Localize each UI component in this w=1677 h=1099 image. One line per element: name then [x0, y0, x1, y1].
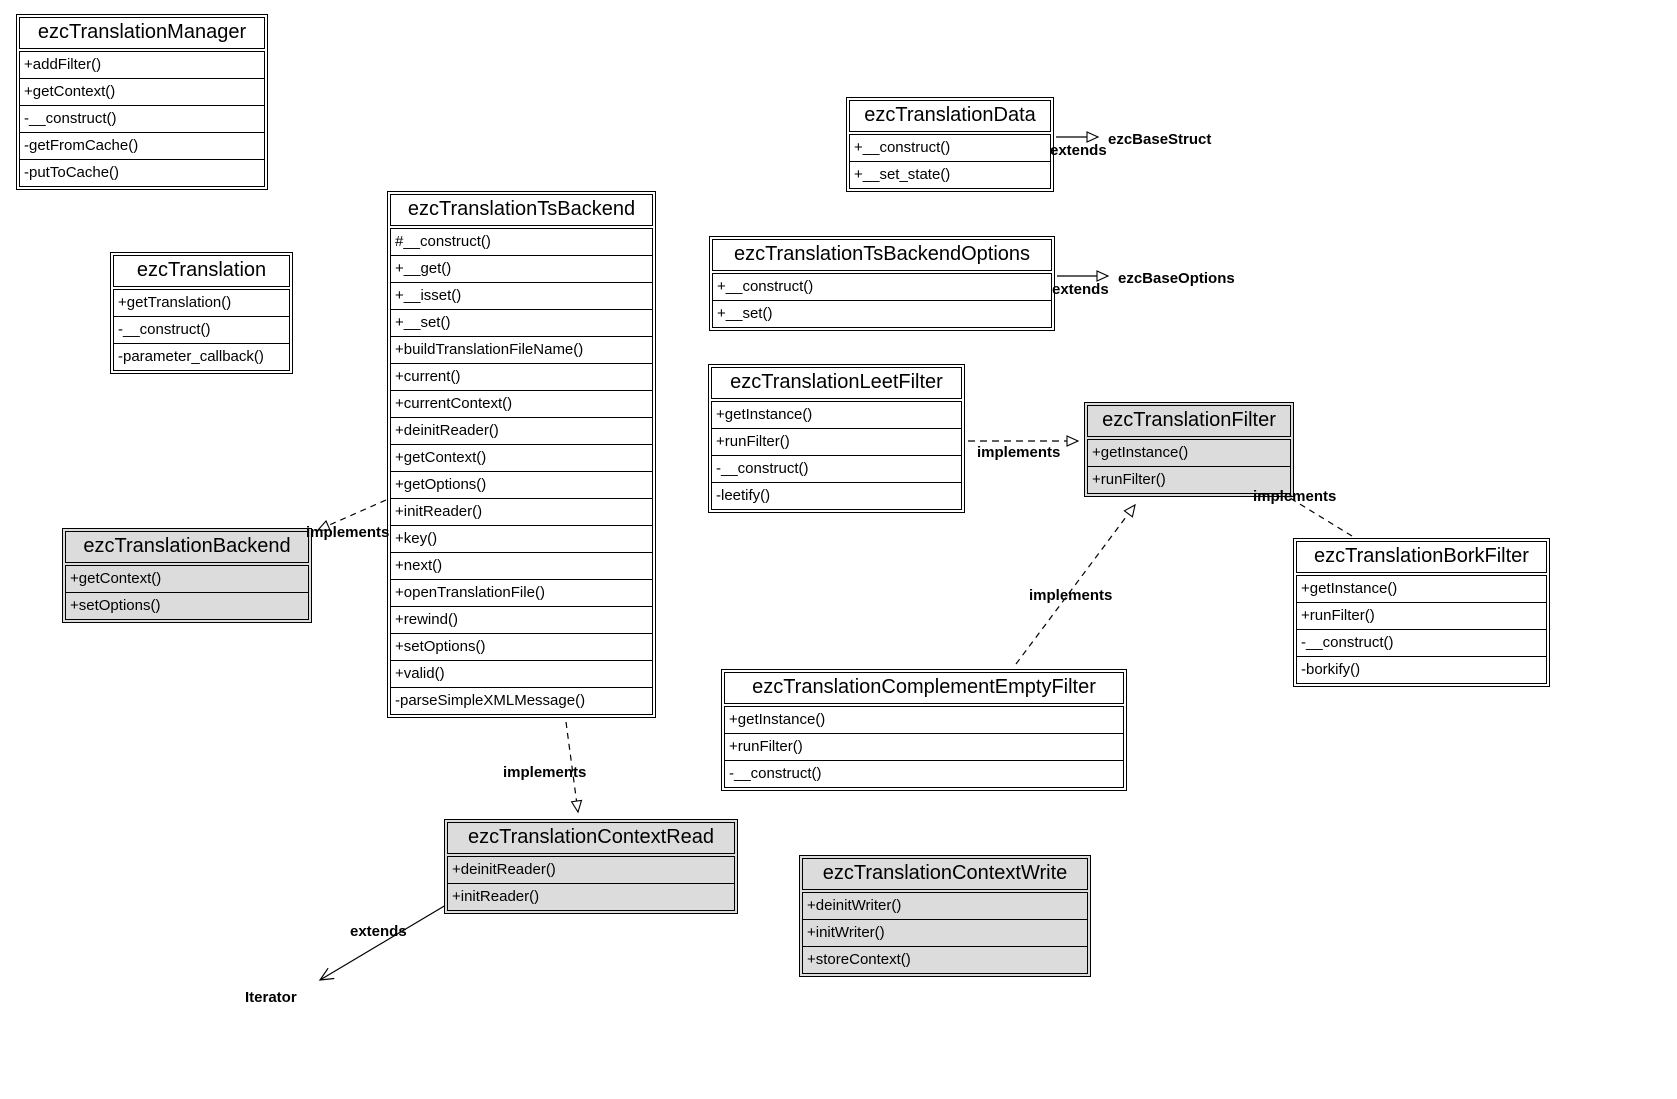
class-member[interactable]: +__set_state() [849, 161, 1051, 189]
edge-complementempty-implements-filter [1015, 503, 1136, 665]
class-title: ezcTranslationContextWrite [802, 858, 1088, 890]
external-type-ezcbasestruct[interactable]: ezcBaseStruct [1108, 131, 1212, 148]
member-list: +__construct() +__set() [712, 273, 1052, 328]
class-member[interactable]: +__construct() [849, 134, 1051, 162]
class-member[interactable]: +current() [390, 363, 653, 391]
class-box-ezctranslationleetfilter[interactable]: ezcTranslationLeetFilter +getInstance() … [708, 364, 965, 513]
class-member[interactable]: +currentContext() [390, 390, 653, 418]
class-member[interactable]: +initReader() [447, 883, 735, 911]
class-member[interactable]: +deinitReader() [390, 417, 653, 445]
class-member[interactable]: +deinitWriter() [802, 892, 1088, 920]
class-title: ezcTranslationBorkFilter [1296, 541, 1547, 573]
class-member[interactable]: +getInstance() [711, 401, 962, 429]
class-member[interactable]: -__construct() [724, 760, 1124, 788]
class-box-ezctranslationtsbackendoptions[interactable]: ezcTranslationTsBackendOptions +__constr… [709, 236, 1055, 331]
interface-box-ezctranslationcontextread[interactable]: ezcTranslationContextRead +deinitReader(… [444, 819, 738, 914]
external-type-ezcbaseoptions[interactable]: ezcBaseOptions [1118, 270, 1235, 287]
class-member[interactable]: +__set() [390, 309, 653, 337]
edge-label-tsbackend-implements-contextread: implements [503, 764, 587, 781]
class-member[interactable]: -leetify() [711, 482, 962, 510]
edge-label-borkfilter-implements: implements [1253, 488, 1337, 505]
class-member[interactable]: +next() [390, 552, 653, 580]
class-member[interactable]: -__construct() [19, 105, 265, 133]
class-member[interactable]: +getContext() [390, 444, 653, 472]
class-member[interactable]: +deinitReader() [447, 856, 735, 884]
class-member[interactable]: +rewind() [390, 606, 653, 634]
class-box-ezctranslationdata[interactable]: ezcTranslationData +__construct() +__set… [846, 97, 1054, 192]
member-list: +getTranslation() -__construct() -parame… [113, 289, 290, 371]
class-member[interactable]: +valid() [390, 660, 653, 688]
member-list: +getInstance() +runFilter() -__construct… [711, 401, 962, 510]
class-member[interactable]: +__construct() [712, 273, 1052, 301]
class-member[interactable]: +storeContext() [802, 946, 1088, 974]
member-list: +getContext() +setOptions() [65, 565, 309, 620]
edge-label-leetfilter-implements: implements [977, 444, 1061, 461]
class-member[interactable]: +runFilter() [711, 428, 962, 456]
external-type-iterator[interactable]: Iterator [245, 989, 297, 1006]
class-member[interactable]: +key() [390, 525, 653, 553]
member-list: +deinitReader() +initReader() [447, 856, 735, 911]
member-list: +getInstance() +runFilter() [1087, 439, 1291, 494]
class-member[interactable]: #__construct() [390, 228, 653, 256]
class-title: ezcTranslationFilter [1087, 405, 1291, 437]
class-member[interactable]: -parameter_callback() [113, 343, 290, 371]
class-member[interactable]: +getInstance() [724, 706, 1124, 734]
member-list: +__construct() +__set_state() [849, 134, 1051, 189]
class-member[interactable]: +runFilter() [1296, 602, 1547, 630]
interface-box-ezctranslationcontextwrite[interactable]: ezcTranslationContextWrite +deinitWriter… [799, 855, 1091, 977]
edge-label-extends-basestruct: extends [1050, 142, 1107, 159]
class-member[interactable]: -parseSimpleXMLMessage() [390, 687, 653, 715]
class-title: ezcTranslationData [849, 100, 1051, 132]
member-list: +getInstance() +runFilter() -__construct… [1296, 575, 1547, 684]
edge-contextread-extends-iterator [318, 904, 447, 981]
member-list: +addFilter() +getContext() -__construct(… [19, 51, 265, 187]
member-list: +getInstance() +runFilter() -__construct… [724, 706, 1124, 788]
class-member[interactable]: -putToCache() [19, 159, 265, 187]
class-member[interactable]: -getFromCache() [19, 132, 265, 160]
class-title: ezcTranslationContextRead [447, 822, 735, 854]
class-member[interactable]: +openTranslationFile() [390, 579, 653, 607]
class-title: ezcTranslationManager [19, 17, 265, 49]
class-member[interactable]: +setOptions() [65, 592, 309, 620]
class-member[interactable]: +__isset() [390, 282, 653, 310]
member-list: +deinitWriter() +initWriter() +storeCont… [802, 892, 1088, 974]
class-member[interactable]: -__construct() [1296, 629, 1547, 657]
class-member[interactable]: +getOptions() [390, 471, 653, 499]
class-member[interactable]: +addFilter() [19, 51, 265, 79]
class-title: ezcTranslationLeetFilter [711, 367, 962, 399]
interface-box-ezctranslationfilter[interactable]: ezcTranslationFilter +getInstance() +run… [1084, 402, 1294, 497]
class-member[interactable]: +runFilter() [1087, 466, 1291, 494]
edge-label-complementempty-implements: implements [1029, 587, 1113, 604]
class-member[interactable]: +getContext() [19, 78, 265, 106]
class-member[interactable]: +__set() [712, 300, 1052, 328]
class-title: ezcTranslation [113, 255, 290, 287]
class-box-ezctranslation[interactable]: ezcTranslation +getTranslation() -__cons… [110, 252, 293, 374]
class-member[interactable]: +getContext() [65, 565, 309, 593]
class-member[interactable]: +setOptions() [390, 633, 653, 661]
interface-box-ezctranslationbackend[interactable]: ezcTranslationBackend +getContext() +set… [62, 528, 312, 623]
class-member[interactable]: +getInstance() [1296, 575, 1547, 603]
class-box-ezctranslationtsbackend[interactable]: ezcTranslationTsBackend #__construct() +… [387, 191, 656, 718]
class-member[interactable]: +runFilter() [724, 733, 1124, 761]
class-title: ezcTranslationBackend [65, 531, 309, 563]
edge-label-tsbackend-implements-backend: implements [306, 524, 390, 541]
class-title: ezcTranslationTsBackend [390, 194, 653, 226]
class-title: ezcTranslationComplementEmptyFilter [724, 672, 1124, 704]
class-member[interactable]: +__get() [390, 255, 653, 283]
class-member[interactable]: -borkify() [1296, 656, 1547, 684]
class-member[interactable]: +getInstance() [1087, 439, 1291, 467]
class-box-ezctranslationmanager[interactable]: ezcTranslationManager +addFilter() +getC… [16, 14, 268, 190]
class-member[interactable]: +initReader() [390, 498, 653, 526]
class-box-ezctranslationborkfilter[interactable]: ezcTranslationBorkFilter +getInstance() … [1293, 538, 1550, 687]
class-member[interactable]: -__construct() [711, 455, 962, 483]
member-list: #__construct() +__get() +__isset() +__se… [390, 228, 653, 715]
class-member[interactable]: -__construct() [113, 316, 290, 344]
class-title: ezcTranslationTsBackendOptions [712, 239, 1052, 271]
class-box-ezctranslationcomplementemptyfilter[interactable]: ezcTranslationComplementEmptyFilter +get… [721, 669, 1127, 791]
edge-label-extends-baseoptions: extends [1052, 281, 1109, 298]
class-member[interactable]: +buildTranslationFileName() [390, 336, 653, 364]
edge-label-contextread-extends-iterator: extends [350, 923, 407, 940]
class-member[interactable]: +initWriter() [802, 919, 1088, 947]
class-member[interactable]: +getTranslation() [113, 289, 290, 317]
